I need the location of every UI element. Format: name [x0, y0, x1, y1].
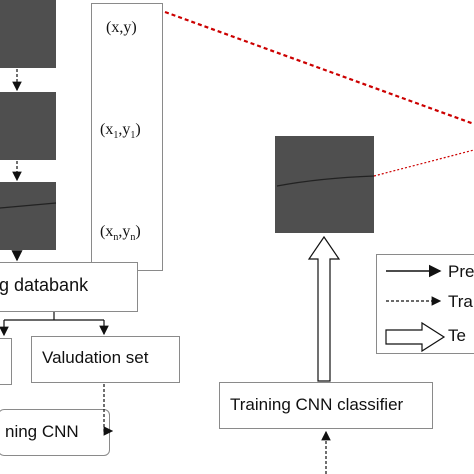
coord-second-post: )	[135, 121, 141, 138]
legend-label-solid: Pre	[448, 262, 474, 281]
image-tile-1	[0, 0, 56, 68]
legend-label-dashed: Tra	[448, 292, 473, 311]
coordinates-panel	[91, 3, 163, 271]
image-tile-center	[275, 136, 374, 233]
coord-last-sub1: n	[113, 232, 119, 244]
coord-second-pre: (x	[100, 121, 114, 138]
coord-second-mid: ,y	[118, 121, 131, 138]
hollow-arrow-classifier-to-image	[307, 235, 341, 382]
training-cnn-label: ning CNN	[5, 422, 79, 441]
coord-last-sub2: n	[130, 232, 136, 244]
coord-label-last: (xn,yn)	[100, 223, 141, 243]
databank-label: g databank	[0, 275, 89, 295]
legend-label-hollow: Te	[448, 326, 466, 345]
red-dashed-line-top	[164, 10, 474, 126]
coord-label-first: (x,y)	[106, 19, 137, 37]
training-cnn-classifier-label: Training CNN classifier	[230, 395, 404, 414]
red-dashed-line-center	[373, 149, 474, 177]
legend-hollow-arrow	[385, 321, 446, 353]
coord-last-mid: ,y	[118, 223, 131, 240]
image-tile-2	[0, 92, 56, 160]
arrow-validation-training	[103, 384, 114, 436]
training-set-box	[0, 338, 12, 385]
image-tile-3	[0, 182, 56, 250]
coord-label-second: (x1,y1)	[100, 121, 141, 141]
coord-last-pre: (x	[100, 223, 114, 240]
training-cnn-classifier-box: Training CNN classifier	[219, 382, 433, 429]
crack-line-center	[276, 175, 375, 187]
coord-second-sub1: 1	[113, 130, 119, 142]
training-cnn-box: ning CNN	[0, 409, 110, 456]
coord-last-post: )	[135, 223, 141, 240]
crack-line-tile3	[0, 202, 57, 209]
coord-second-sub2: 1	[130, 130, 136, 142]
coord-first-text: (x,y)	[106, 19, 137, 36]
databank-box: g databank	[0, 262, 138, 312]
validation-set-label: Valudation set	[42, 348, 149, 367]
validation-set-box: Valudation set	[31, 336, 180, 383]
